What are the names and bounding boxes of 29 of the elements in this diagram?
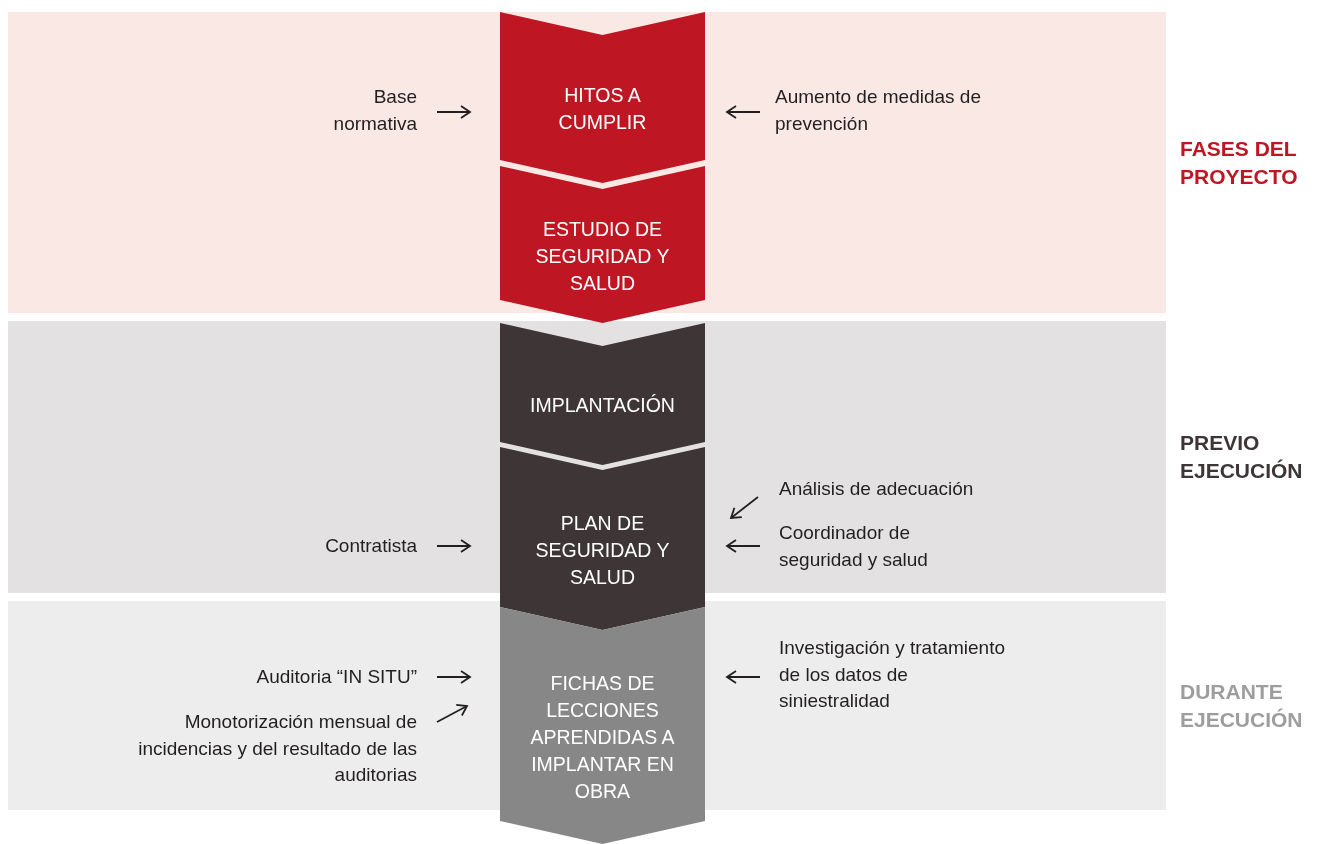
chevron-step bbox=[500, 12, 705, 183]
chevron-step bbox=[500, 166, 705, 323]
step-label: PLAN DE SEGURIDAD Y SALUD bbox=[534, 510, 671, 590]
arrow bbox=[436, 105, 471, 119]
arrow bbox=[436, 539, 471, 553]
annotation-text: Contratista bbox=[260, 533, 417, 560]
annotation-text: Coordinador de seguridad y salud bbox=[779, 520, 969, 573]
annotation-text: Investigación y tratamiento de los datos de siniestralidad bbox=[779, 635, 1014, 715]
step-label: FICHAS DE LECCIONES APRENDIDAS A IMPLANTAR EN OBRA bbox=[529, 670, 676, 804]
arrow bbox=[730, 496, 759, 519]
arrow bbox=[726, 539, 761, 553]
arrow bbox=[726, 670, 761, 684]
arrow bbox=[436, 670, 471, 684]
annotation-text: Base normativa bbox=[307, 84, 417, 137]
phase-heading: DURANTE EJECUCIÓN bbox=[1180, 678, 1304, 733]
phase-heading: PREVIO EJECUCIÓN bbox=[1180, 430, 1304, 484]
chevron-step bbox=[500, 447, 705, 630]
step-label: ESTUDIO DE SEGURIDAD Y SALUD bbox=[534, 216, 671, 296]
arrow bbox=[436, 704, 468, 723]
annotation-text: Análisis de adecuación bbox=[779, 476, 1059, 503]
chevron-step bbox=[500, 607, 705, 844]
annotation-text: Auditoria “IN SITU” bbox=[160, 664, 417, 691]
chevron-step bbox=[500, 323, 705, 465]
step-label: HITOS A CUMPLIR bbox=[557, 83, 648, 135]
annotation-text: Monotorización mensual de incidencias y del resultado de las auditorias bbox=[97, 709, 417, 789]
arrow bbox=[726, 105, 761, 119]
step-label: IMPLANTACIÓN bbox=[530, 393, 675, 418]
annotation-text: Aumento de medidas de prevención bbox=[775, 84, 985, 137]
phase-heading: FASES DEL PROYECTO bbox=[1180, 135, 1299, 190]
